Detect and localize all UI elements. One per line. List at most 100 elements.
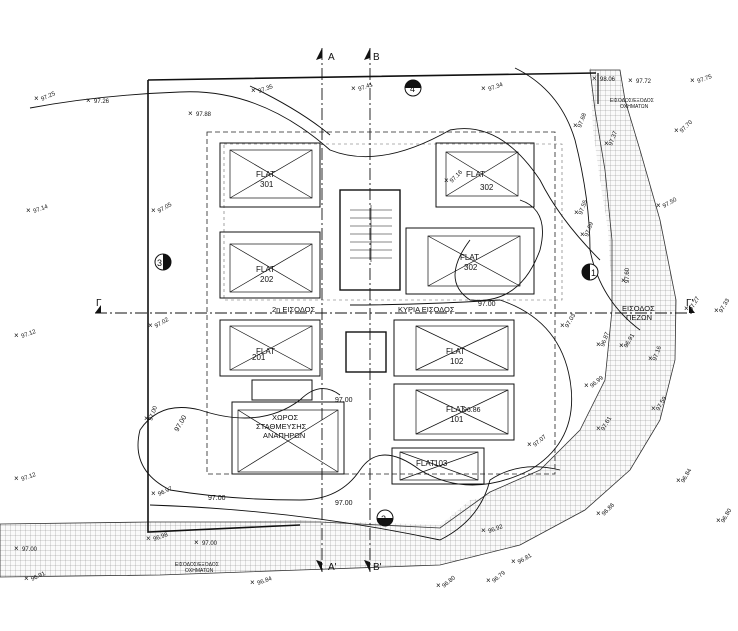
pedestrian-entrance-label-1: ΕΙΣΟΔΟΣ (622, 304, 655, 313)
spot-level-marker: ×97.03 (560, 312, 578, 330)
flat-name: FLAT (256, 265, 275, 274)
spot-level-cross: × (674, 126, 679, 135)
spot-level-cross: × (619, 341, 624, 350)
spot-level-marker: ×97.69 (580, 221, 595, 239)
svg-text:97.00: 97.00 (174, 414, 189, 433)
spot-level-cross: × (628, 76, 633, 85)
spot-level-cross: × (684, 304, 689, 313)
spot-level-marker: ×97.41 (351, 82, 374, 93)
spot-level-cross: × (676, 476, 681, 485)
spot-level-cross: × (596, 340, 601, 349)
svg-text:1: 1 (591, 268, 596, 278)
spot-level-cross: × (511, 557, 516, 566)
spot-level-value: 97.68 (577, 112, 588, 129)
spot-level-cross: × (151, 489, 156, 498)
spot-level-value: 97.34 (488, 82, 505, 93)
spot-level-cross: × (148, 321, 153, 330)
flat-number: 101 (450, 415, 464, 424)
spot-level-marker: ×97.72 (628, 76, 652, 85)
spot-level-value: 96.80 (721, 507, 734, 524)
spot-level-value: 97.37 (608, 130, 619, 147)
spot-level-value: 97.33 (719, 297, 732, 314)
section-label-a-bottom: A' (328, 562, 337, 573)
spot-level-marker: ×97.00 (14, 544, 38, 553)
contour-labels: 97.00 97.00 97.00 97.00 97.00 96.86 (174, 301, 496, 507)
spot-level-value: 96.86 (601, 502, 616, 517)
spot-level-cross: × (34, 94, 39, 103)
svg-text:4: 4 (410, 84, 415, 94)
spot-level-value: 97.00 (148, 405, 159, 422)
spot-level-marker: ×97.25 (34, 91, 57, 103)
vehicle-entrance-top-1: ΕΙΣΟΔΟΣ/ΕΞΟΔΟΣ (610, 98, 654, 104)
spot-level-cross: × (690, 76, 695, 85)
spot-level-value: 97.41 (358, 82, 375, 93)
flat-name: FLAT (256, 170, 275, 179)
spot-level-value: 97.69 (584, 221, 595, 238)
contour-lines (29, 67, 641, 541)
flat-name: FLAT (446, 405, 465, 414)
spot-level-marker: ×96.97 (151, 486, 174, 498)
vehicle-entrance-bottom-1: ΕΙΣΟΔΟΣ/ΕΞΟΔΟΣ (175, 562, 219, 568)
spot-level-value: 97.75 (697, 74, 714, 85)
flat-name: FLAT (256, 347, 275, 356)
spot-level-cross: × (436, 581, 441, 590)
flat-number: 201 (252, 353, 266, 362)
parking-label-3: ΑΝΑΠΗΡΩΝ (263, 431, 305, 440)
second-entrance-label: 2η ΕΙΣΟΔΟΣ (272, 305, 316, 314)
vehicle-entrance-bottom-2: ΟΧΗΜΑΤΩΝ (185, 568, 214, 574)
spot-level-cross: × (194, 538, 199, 547)
spot-level-value: 97.55 (578, 199, 589, 216)
section-arrow-gamma-left (95, 305, 101, 313)
section-label-b-top: B (373, 52, 380, 63)
spot-level-marker: ×97.75 (690, 74, 713, 85)
spot-level-value: 98.06 (600, 77, 616, 83)
spot-level-value: 97.50 (662, 197, 679, 210)
section-label-gamma-right: Γ' (686, 298, 694, 309)
spot-level-value: 97.00 (202, 541, 218, 547)
spot-level-marker: ×97.55 (574, 199, 589, 217)
spot-level-value: 97.12 (21, 472, 38, 483)
spot-level-cross: × (527, 440, 532, 449)
flat-number: 103 (434, 459, 448, 468)
spot-level-marker: ×97.12 (14, 329, 37, 340)
spot-level-marker: ×97.26 (86, 96, 110, 105)
spot-level-cross: × (486, 576, 491, 585)
spot-level-marker: ×96.84 (676, 467, 694, 485)
spot-level-cross: × (621, 276, 626, 285)
spot-level-value: 97.26 (94, 99, 110, 105)
spot-level-cross: × (651, 404, 656, 413)
spot-levels: ×97.25×97.26×97.35×97.41×97.34×97.88×98.… (14, 74, 734, 590)
spot-level-marker: ×97.07 (527, 434, 548, 449)
section-arrow-gamma-right (689, 305, 695, 313)
spot-level-marker: ×97.14 (26, 204, 49, 215)
spot-level-value: 96.97 (157, 486, 174, 498)
spot-level-marker: ×96.98 (146, 532, 169, 543)
flat-name: FLAT (446, 347, 465, 356)
spot-level-marker: ×96.80 (716, 507, 734, 525)
spot-level-marker: ×96.87 (596, 331, 611, 349)
spot-level-value: 96.92 (488, 524, 505, 535)
spot-level-value: 97.88 (196, 112, 212, 118)
svg-text:2: 2 (381, 514, 386, 524)
spot-level-value: 97.35 (258, 84, 275, 95)
spot-level-cross: × (716, 516, 721, 525)
road-surface (0, 69, 677, 578)
spot-level-cross: × (596, 509, 601, 518)
staircase (350, 205, 392, 262)
spot-level-cross: × (560, 321, 565, 330)
spot-level-marker: ×97.33 (714, 297, 732, 315)
spot-level-cross: × (14, 544, 19, 553)
parking-label-2: ΣΤΑΘΜΕΥΣΗΣ (256, 422, 307, 431)
spot-level-cross: × (351, 84, 356, 93)
spot-level-marker: ×97.00 (144, 405, 159, 423)
spot-level-value: 97.02 (154, 317, 171, 330)
spot-level-cross: × (146, 534, 151, 543)
spot-level-value: 97.14 (33, 204, 50, 215)
flat-name: FLAT (460, 253, 479, 262)
section-arrow-b-top (364, 48, 370, 60)
spot-level-value: 97.16 (449, 169, 464, 184)
spot-level-marker: ×96.86 (596, 502, 617, 518)
spot-level-cross: × (26, 206, 31, 215)
spot-level-value: 97.07 (532, 434, 548, 449)
spot-level-value: 97.05 (157, 202, 174, 215)
